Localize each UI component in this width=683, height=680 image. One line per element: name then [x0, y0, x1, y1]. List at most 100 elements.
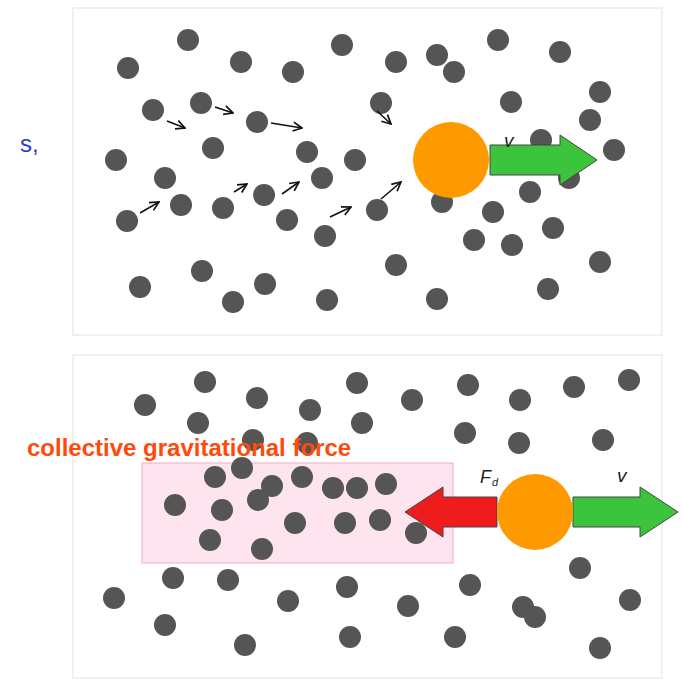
star-dot [282, 61, 304, 83]
star-dot [211, 499, 233, 521]
star-dot [277, 590, 299, 612]
star-dot [487, 29, 509, 51]
star-dot [463, 229, 485, 251]
star-dot [542, 217, 564, 239]
velocity-label: v [617, 466, 627, 485]
motion-arrow [271, 123, 302, 128]
star-dot [331, 34, 353, 56]
star-dot [339, 626, 361, 648]
star-dot [230, 51, 252, 73]
star-dot [369, 509, 391, 531]
star-dot [296, 141, 318, 163]
star-dot [589, 251, 611, 273]
star-dot [194, 371, 216, 393]
star-dot [459, 574, 481, 596]
star-dot [366, 199, 388, 221]
star-dot [246, 387, 268, 409]
star-dot [519, 181, 541, 203]
cut-text: s, [20, 132, 39, 156]
star-dot [603, 139, 625, 161]
star-dot [117, 57, 139, 79]
drag-force-arrow [405, 487, 497, 537]
motion-arrow [330, 207, 351, 217]
star-dot [592, 429, 614, 451]
motion-arrow [381, 182, 401, 199]
star-dot [191, 260, 213, 282]
star-dot [426, 44, 448, 66]
star-dot [619, 589, 641, 611]
star-dot [316, 289, 338, 311]
star-dot [276, 209, 298, 231]
star-dot [251, 538, 273, 560]
star-dot [231, 457, 253, 479]
star-dot [311, 167, 333, 189]
star-dot [579, 109, 601, 131]
motion-arrow [140, 202, 159, 213]
star-dot [154, 614, 176, 636]
star-dot [190, 92, 212, 114]
star-dot [346, 477, 368, 499]
star-dot [202, 137, 224, 159]
star-dot [426, 288, 448, 310]
velocity-label: v [504, 131, 514, 150]
star-dot [247, 489, 269, 511]
star-dot [501, 234, 523, 256]
star-dot [291, 466, 313, 488]
star-dot [234, 634, 256, 656]
star-dot [162, 567, 184, 589]
star-dot [509, 389, 531, 411]
star-dot [134, 394, 156, 416]
force-subscript: d [492, 477, 498, 488]
motion-arrow [377, 111, 391, 124]
star-dot [351, 412, 373, 434]
region-label: collective gravitational force [27, 436, 351, 460]
star-dot [105, 149, 127, 171]
star-dot [405, 522, 427, 544]
star-dot [508, 432, 530, 454]
star-dot [457, 374, 479, 396]
panel [73, 8, 662, 335]
star-dot [563, 376, 585, 398]
motion-arrow [215, 107, 233, 113]
star-dot [370, 92, 392, 114]
star-dot [284, 512, 306, 534]
motion-arrow [234, 184, 247, 192]
star-dot [385, 254, 407, 276]
star-dot [344, 149, 366, 171]
star-dot [154, 167, 176, 189]
star-dot [482, 201, 504, 223]
massive-body [413, 122, 489, 198]
massive-body [497, 474, 573, 550]
star-dot [375, 473, 397, 495]
motion-arrow [167, 121, 185, 128]
velocity-arrow [573, 487, 678, 537]
star-dot [222, 291, 244, 313]
star-dot [322, 477, 344, 499]
star-dot [443, 61, 465, 83]
star-dot [397, 595, 419, 617]
star-dot [537, 278, 559, 300]
star-dot [299, 399, 321, 421]
star-dot [314, 225, 336, 247]
star-dot [204, 466, 226, 488]
star-dot [334, 512, 356, 534]
star-dot [187, 412, 209, 434]
star-dot [217, 569, 239, 591]
star-dot [589, 637, 611, 659]
star-dot [336, 576, 358, 598]
star-dot [401, 389, 423, 411]
star-dot [500, 91, 522, 113]
motion-arrow [282, 182, 299, 194]
star-dot [246, 111, 268, 133]
star-dot [103, 587, 125, 609]
star-dot [116, 210, 138, 232]
star-dot [253, 184, 275, 206]
star-dot [212, 197, 234, 219]
star-dot [170, 194, 192, 216]
star-dot [549, 41, 571, 63]
star-dot [618, 369, 640, 391]
star-dot [142, 99, 164, 121]
star-dot [254, 273, 276, 295]
star-dot [164, 494, 186, 516]
